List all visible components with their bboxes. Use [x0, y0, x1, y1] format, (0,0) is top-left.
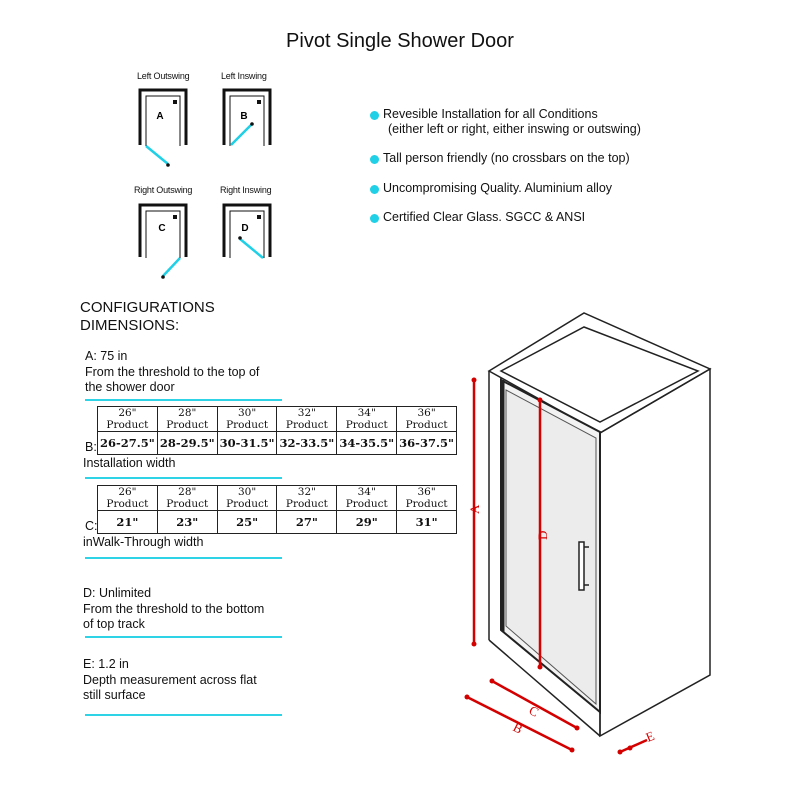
- swing-label-left-inswing: Left Inswing: [221, 71, 267, 81]
- swing-label-right-inswing: Right Inswing: [220, 185, 272, 195]
- dimension-a-line1: From the threshold to the top of: [85, 364, 260, 379]
- bullet-icon: [370, 185, 379, 194]
- table-header-cell: 32" Product: [276, 485, 338, 511]
- table-cell: 25": [216, 510, 278, 534]
- configurations-heading-line2: DIMENSIONS:: [80, 317, 180, 334]
- dimension-a-arrow: A: [467, 377, 482, 647]
- swing-diagrams: A B C D: [138, 88, 272, 279]
- table-header-cell: 30" Product: [216, 406, 278, 432]
- swing-letter-b: B: [240, 111, 247, 122]
- table-cell: 30-31.5": [216, 431, 278, 455]
- table-cell: 34-35.5": [336, 431, 398, 455]
- table-cell: 27": [276, 510, 338, 534]
- table-header-row: 26" Product 28" Product 30" Product 32" …: [97, 485, 457, 511]
- dimension-d-arrow: D: [535, 397, 550, 670]
- table-cell: 31": [396, 510, 457, 534]
- table-header-row: 26" Product 28" Product 30" Product 32" …: [97, 406, 457, 432]
- feature-3: Uncompromising Quality. Aluminium alloy: [383, 181, 613, 195]
- swing-diagram-left-outswing: A: [138, 88, 188, 167]
- dimension-c-letter: C:: [85, 519, 98, 533]
- table-header-cell: 32" Product: [276, 406, 338, 432]
- configurations-heading-line1: CONFIGURATIONS: [80, 299, 215, 316]
- shower-enclosure-drawing: A D C B E: [464, 312, 712, 755]
- feature-4: Certified Clear Glass. SGCC & ANSI: [383, 210, 586, 224]
- swing-letter-d: D: [241, 223, 248, 234]
- swing-diagram-right-outswing: C: [138, 203, 188, 279]
- swing-diagram-left-inswing: B: [222, 88, 272, 146]
- dimension-e: E: 1.2 in Depth measurement across flat …: [83, 657, 257, 704]
- table-cell: 28-29.5": [156, 431, 218, 455]
- configurations-heading: CONFIGURATIONS DIMENSIONS:: [80, 299, 215, 335]
- drawing-label-d: D: [535, 531, 550, 540]
- door-glass: [505, 389, 597, 706]
- swing-label-left-outswing: Left Outswing: [137, 71, 190, 81]
- table-header-cell: 30" Product: [216, 485, 278, 511]
- dimension-a-label: A: 75 in: [85, 349, 128, 363]
- table-cell: 36-37.5": [396, 431, 457, 455]
- table-cell: 32-33.5": [276, 431, 338, 455]
- dimension-d-label: D: Unlimited: [83, 586, 152, 600]
- dimension-b-letter: B:: [85, 440, 97, 454]
- dimension-c-arrow: C: [489, 678, 580, 731]
- dimension-a: A: 75 in From the threshold to the top o…: [85, 349, 259, 396]
- divider: [85, 477, 282, 479]
- dimension-e-arrow: E: [617, 728, 657, 755]
- dimension-e-line2: still surface: [83, 688, 146, 702]
- feature-1-line1: Revesible Installation for all Condition…: [383, 107, 598, 121]
- table-row: 26-27.5" 28-29.5" 30-31.5" 32-33.5" 34-3…: [97, 431, 457, 455]
- dimension-b-arrow: B: [464, 694, 575, 753]
- table-row: 21" 23" 25" 27" 29" 31": [97, 510, 457, 534]
- dimension-e-label: E: 1.2 in: [83, 657, 129, 671]
- table-header-cell: 26" Product: [97, 406, 158, 432]
- table-cell: 23": [156, 510, 218, 534]
- table-header-cell: 28" Product: [156, 406, 218, 432]
- bullet-icon: [370, 214, 379, 223]
- divider: [85, 399, 282, 401]
- dimension-a-line2: the shower door: [85, 380, 175, 394]
- installation-width-table: 26" Product 28" Product 30" Product 32" …: [97, 406, 457, 455]
- swing-diagram-right-inswing: D: [222, 203, 272, 259]
- feature-1-line2: (either left or right, either inswing or…: [388, 122, 641, 136]
- table-header-cell: 28" Product: [156, 485, 218, 511]
- table-header-cell: 34" Product: [336, 485, 398, 511]
- swing-label-right-outswing: Right Outswing: [134, 185, 193, 195]
- swing-letter-a: A: [156, 111, 163, 122]
- table-header-cell: 26" Product: [97, 485, 158, 511]
- dimension-c-caption: inWalk-Through width: [83, 535, 204, 549]
- swing-letter-c: C: [158, 223, 165, 234]
- divider: [85, 714, 282, 716]
- feature-2: Tall person friendly (no crossbars on th…: [383, 151, 630, 165]
- bullet-icon: [370, 155, 379, 164]
- dimension-d-line2: of top track: [83, 617, 145, 631]
- dimension-e-line1: Depth measurement across flat: [83, 672, 257, 687]
- drawing-label-b: B: [511, 719, 526, 736]
- drawing-label-c: C: [527, 702, 542, 719]
- divider: [85, 636, 282, 638]
- dimension-d-line1: From the threshold to the bottom: [83, 601, 265, 616]
- table-cell: 26-27.5": [97, 431, 158, 455]
- page-title: Pivot Single Shower Door: [286, 30, 514, 52]
- table-cell: 21": [97, 510, 158, 534]
- dimension-b-caption: Installation width: [83, 456, 176, 470]
- drawing-label-e: E: [644, 728, 657, 745]
- dimension-d: D: Unlimited From the threshold to the b…: [83, 586, 264, 633]
- table-cell: 29": [336, 510, 398, 534]
- drawing-label-a: A: [467, 504, 482, 514]
- door-handle: [578, 541, 585, 591]
- bullet-icon: [370, 111, 379, 120]
- table-header-cell: 36" Product: [396, 406, 457, 432]
- divider: [85, 557, 282, 559]
- walk-through-width-table: 26" Product 28" Product 30" Product 32" …: [97, 485, 457, 534]
- table-header-cell: 34" Product: [336, 406, 398, 432]
